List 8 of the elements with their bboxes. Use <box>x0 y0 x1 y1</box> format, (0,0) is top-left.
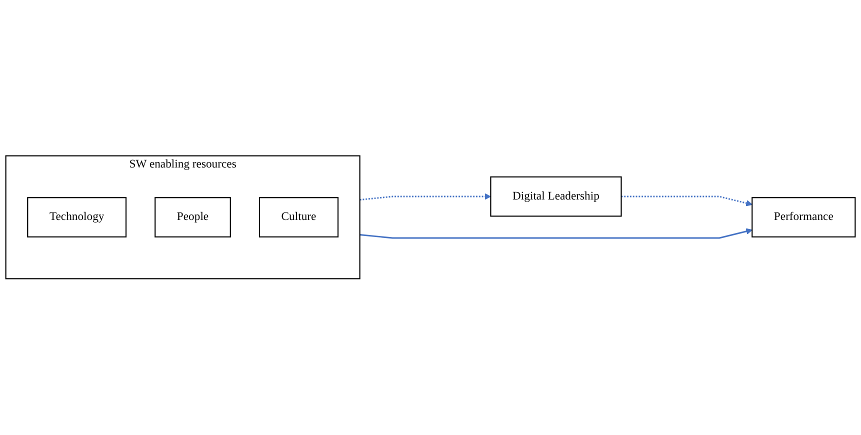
node-box: Culture <box>258 197 339 238</box>
node-box: Technology <box>27 197 127 238</box>
node-box: People <box>154 197 231 238</box>
arrow <box>360 228 752 239</box>
arrow <box>360 194 491 201</box>
node-box: Performance <box>752 197 856 238</box>
arrow <box>621 196 752 207</box>
node-box: Digital Leadership <box>490 176 622 217</box>
